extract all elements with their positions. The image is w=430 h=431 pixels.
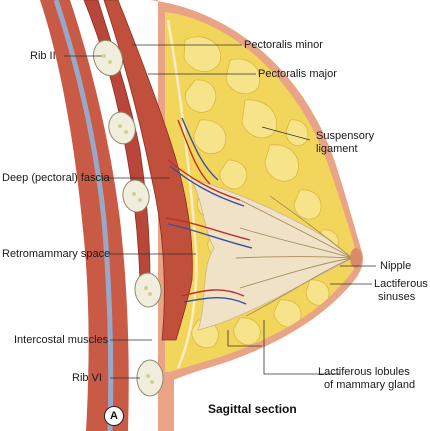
label-nipple: Nipple xyxy=(380,260,412,272)
rib-6 xyxy=(136,359,164,397)
label-deep-fascia: Deep (pectoral) fascia xyxy=(2,172,110,184)
blood-vessels xyxy=(165,117,253,305)
ribs xyxy=(92,39,164,397)
nipple-shape xyxy=(350,248,362,268)
label-rib-ii: Rib II xyxy=(30,50,56,62)
label-lactiferous-sinuses-1: Lactiferous xyxy=(374,278,428,290)
pectoralis-major-muscle xyxy=(103,0,193,341)
label-lactiferous-sinuses-2: sinuses xyxy=(378,291,416,303)
fat-lobules xyxy=(183,36,339,349)
rib-2 xyxy=(92,39,124,77)
label-retromammary: Retromammary space xyxy=(2,248,111,260)
chest-wall xyxy=(40,0,129,431)
label-pectoralis-major: Pectoralis major xyxy=(258,68,337,80)
panel-letter: A xyxy=(104,406,124,426)
label-rib-vi: Rib VI xyxy=(72,372,102,384)
retromammary-space xyxy=(166,19,198,369)
leader-lines xyxy=(64,44,376,379)
lactiferous-ducts xyxy=(235,195,353,317)
fascia-line xyxy=(53,0,114,431)
label-pectoralis-minor: Pectoralis minor xyxy=(244,39,323,51)
label-suspensory-1: Suspensory xyxy=(316,130,375,142)
label-suspensory-2: ligament xyxy=(316,143,358,155)
label-lobules-1: Lactiferous lobules xyxy=(318,366,410,378)
figure-caption: Sagittal section xyxy=(208,402,297,416)
label-intercostal: Intercostal muscles xyxy=(14,334,109,346)
label-lobules-2: of mammary gland xyxy=(324,379,416,391)
